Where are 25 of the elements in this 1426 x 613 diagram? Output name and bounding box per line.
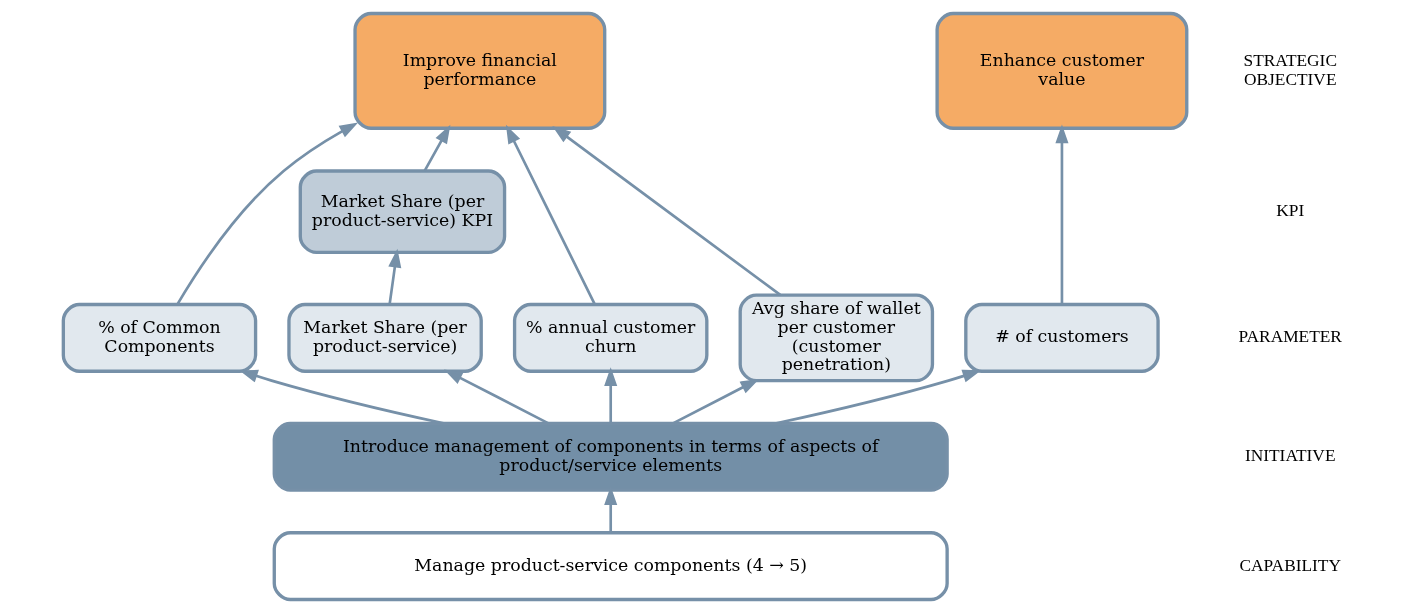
node-box: Market Share (per product-service) KPI xyxy=(298,169,506,255)
label: INITIATIVE xyxy=(1244,446,1336,466)
node-box: Market Share (per product-service) xyxy=(286,302,483,373)
node-box: % of Common Components xyxy=(61,302,257,373)
arrow xyxy=(387,248,401,305)
arrow xyxy=(775,369,981,425)
node-box: Manage product-service components (4 → 5) xyxy=(272,531,949,602)
arrow xyxy=(671,378,759,425)
label: CAPABILITY xyxy=(1238,555,1341,575)
node-box: Enhance customer value xyxy=(934,11,1188,130)
label: STRATEGIC OBJECTIVE xyxy=(1243,51,1337,89)
node-box: Improve financial performance xyxy=(352,11,606,130)
arrow xyxy=(175,122,358,306)
node-box: Introduce management of components in terms of aspects of product/service elements xyxy=(272,421,949,492)
arrow xyxy=(1054,124,1068,305)
node-box: # of customers xyxy=(963,302,1160,373)
node-box: % annual customer churn xyxy=(512,302,708,373)
arrow xyxy=(551,125,781,296)
node-box: Avg share of wallet per customer (customer penetration) xyxy=(738,293,934,383)
arrow xyxy=(422,124,450,172)
label: KPI xyxy=(1275,201,1304,221)
arrow xyxy=(505,124,596,305)
arrow xyxy=(603,367,617,423)
label: PARAMETER xyxy=(1238,327,1342,347)
arrow xyxy=(443,369,549,425)
